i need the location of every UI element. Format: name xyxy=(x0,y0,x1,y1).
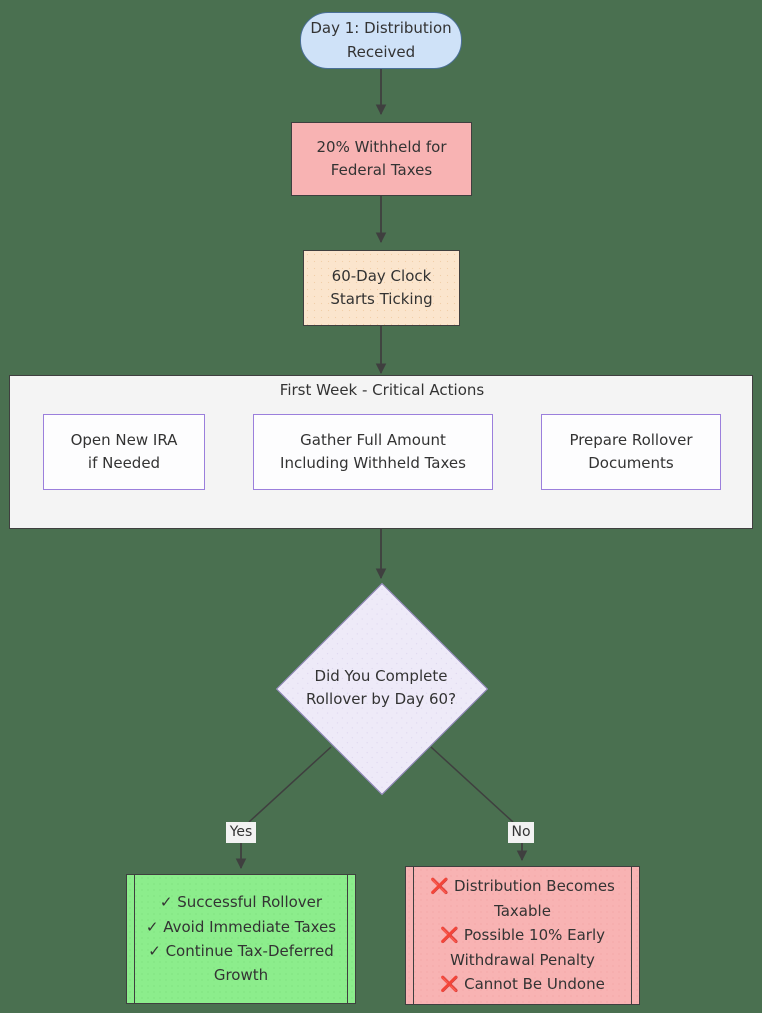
check-icon: ✓ xyxy=(145,917,164,936)
subgraph-title: First Week - Critical Actions xyxy=(279,381,485,399)
check-icon: ✓ xyxy=(148,942,166,960)
check-icon: ✓ xyxy=(159,893,178,912)
cross-icon: ❌ xyxy=(439,926,464,945)
cross-icon: ❌ xyxy=(440,975,465,994)
subgraph-first-week-critical-actions: First Week - Critical Actions Open New I… xyxy=(9,375,753,529)
node-successful-rollover-outcome[interactable]: ✓ Successful Rollover✓ Avoid Immediate T… xyxy=(126,874,356,1004)
edge-label-yes: Yes xyxy=(226,822,256,843)
node-failed-rollover-outcome-label: ❌ Distribution Becomes Taxable❌ Possible… xyxy=(430,877,615,994)
node-failed-rollover-outcome[interactable]: ❌ Distribution Becomes Taxable❌ Possible… xyxy=(405,866,640,1005)
node-successful-rollover-outcome-label: ✓ Successful Rollover✓ Avoid Immediate T… xyxy=(145,893,337,985)
cross-icon: ❌ xyxy=(430,877,454,896)
edge-label-no: No xyxy=(508,822,534,843)
decision-diamond-shape xyxy=(275,582,489,796)
